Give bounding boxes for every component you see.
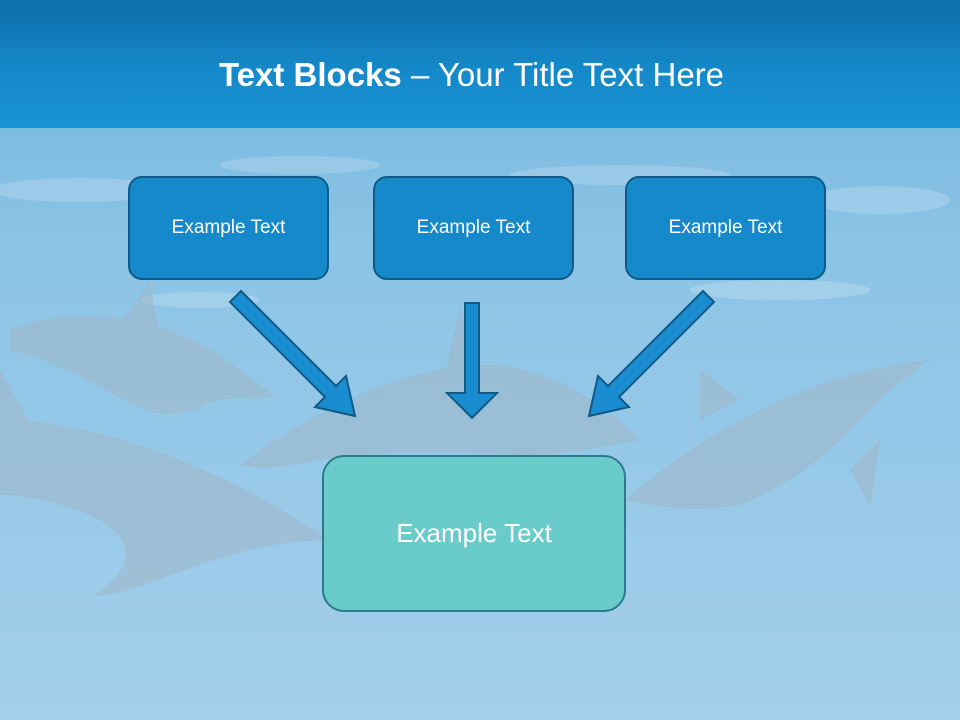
text-block-center[interactable]: Example Text bbox=[373, 176, 574, 280]
arrow-down-right-icon bbox=[228, 289, 357, 418]
text-block-bottom[interactable]: Example Text bbox=[322, 455, 626, 612]
arrow-down-icon bbox=[444, 302, 500, 420]
dolphin-silhouette bbox=[0, 280, 930, 596]
text-block-right[interactable]: Example Text bbox=[625, 176, 826, 280]
title-rest: Your Title Text Here bbox=[437, 56, 725, 93]
text-block-bottom-label: Example Text bbox=[396, 518, 552, 548]
text-block-left-label: Example Text bbox=[171, 217, 286, 238]
arrow-down-left-icon bbox=[587, 289, 716, 418]
text-block-left[interactable]: Example Text bbox=[128, 176, 329, 280]
text-block-right-label: Example Text bbox=[668, 217, 783, 238]
title-dash: – bbox=[401, 56, 438, 93]
text-block-center-label: Example Text bbox=[416, 217, 531, 238]
title-bar bbox=[0, 0, 960, 128]
slide-title: Text Blocks – Your Title Text Here bbox=[0, 55, 943, 95]
title-bold: Text Blocks bbox=[218, 56, 402, 93]
